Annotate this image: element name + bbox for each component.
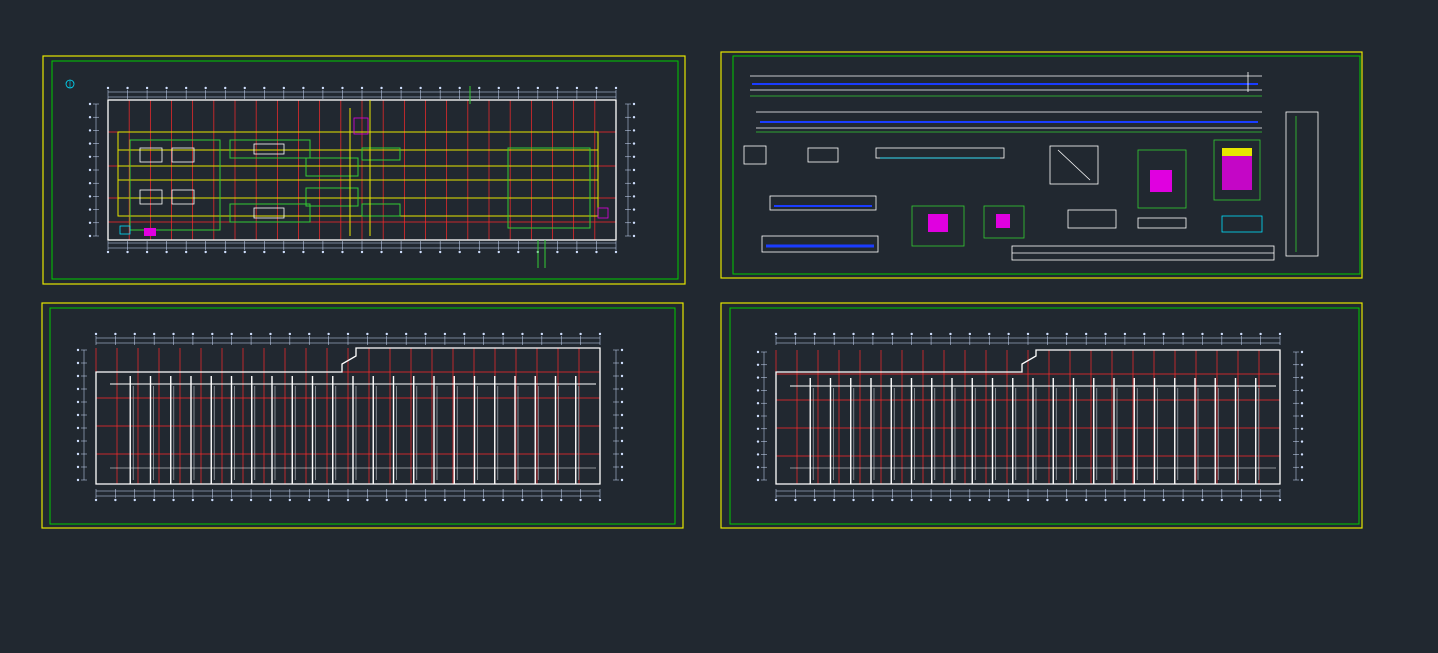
sheet-4-building-outline xyxy=(775,349,1281,485)
sheet-3-building-outline xyxy=(95,347,601,485)
sheet-4-axis-grid xyxy=(775,350,1281,484)
sheet-3-axis-grid xyxy=(95,348,601,484)
sheet-1-inner-frame xyxy=(51,60,679,280)
sheet-4-dimension-lines xyxy=(756,332,1304,502)
sheet-2-inner-frame xyxy=(732,55,1361,275)
longitudinal-section-1 xyxy=(750,72,1262,97)
drawing-sheet-4[interactable] xyxy=(720,302,1363,529)
sheet-4-columns xyxy=(790,378,1276,484)
drawing-sheet-1[interactable] xyxy=(42,55,686,285)
sheet-3-dimension-lines xyxy=(76,332,624,502)
sheet-4-outer-frame xyxy=(720,302,1363,529)
longitudinal-section-2 xyxy=(756,111,1262,133)
sheet-1-pipe-network xyxy=(117,86,599,268)
sheet-1-outer-frame xyxy=(42,55,686,285)
sheet-1-dimension-lines xyxy=(88,86,636,254)
drawing-sheet-3[interactable] xyxy=(41,302,684,529)
sheet-3-outer-frame xyxy=(41,302,684,529)
sheet-1-axis-grid xyxy=(107,100,617,240)
drawing-sheet-2[interactable] xyxy=(720,51,1363,279)
detail-drawings xyxy=(743,111,1319,261)
sheet-1-equipment xyxy=(119,117,609,236)
sheet-4-inner-frame xyxy=(729,307,1360,525)
sheet-3-inner-frame xyxy=(49,307,676,525)
sheet-1-building-outline xyxy=(107,99,617,241)
sheet-3-columns xyxy=(110,376,596,484)
sheet-2-outer-frame xyxy=(720,51,1363,279)
